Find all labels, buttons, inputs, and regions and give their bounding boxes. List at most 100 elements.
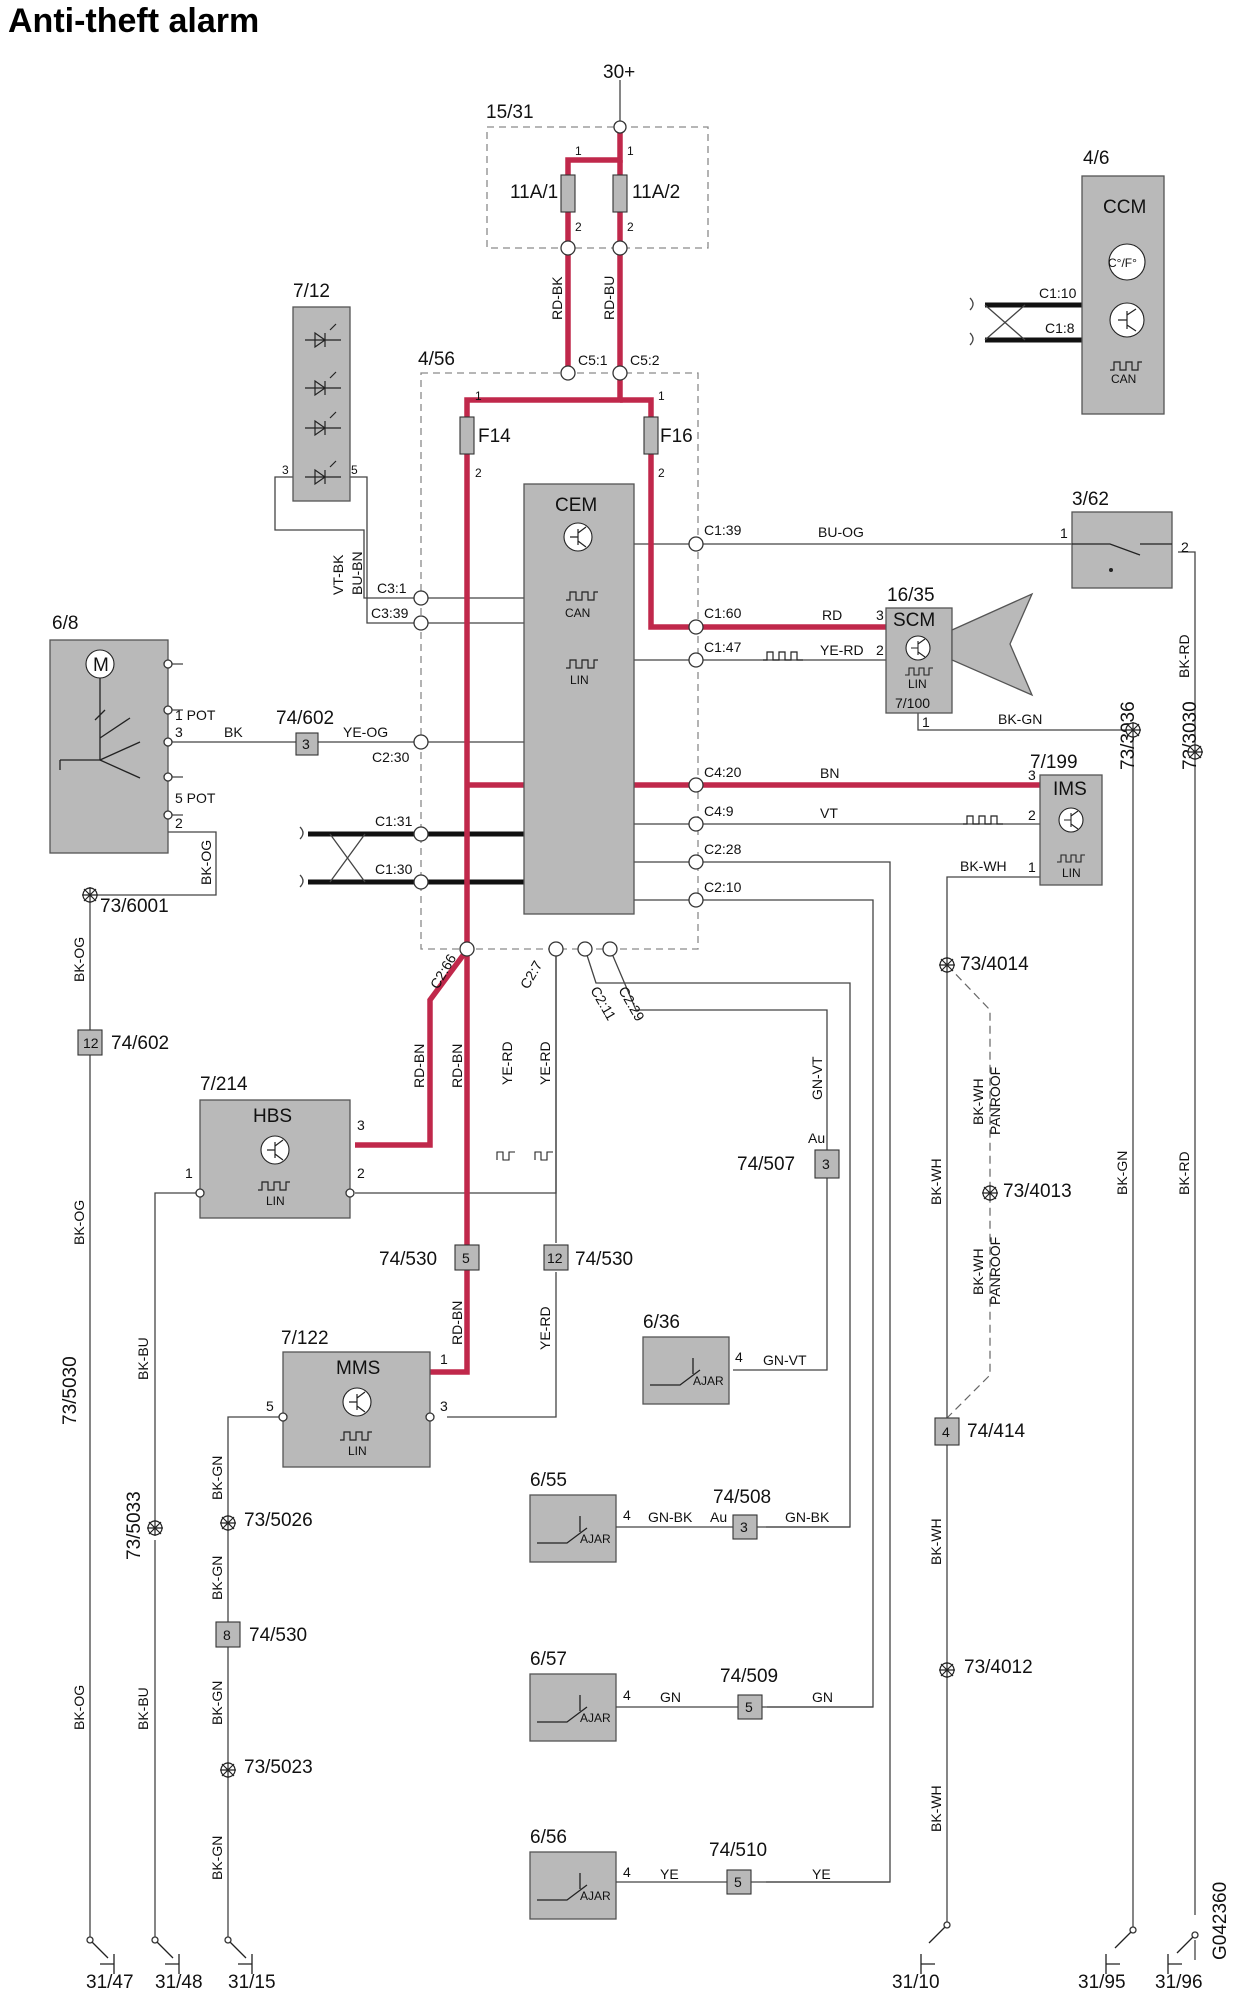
svg-text:4: 4 [623, 1864, 631, 1880]
svg-text:31/96: 31/96 [1155, 1972, 1203, 1993]
svg-text:7/12: 7/12 [293, 281, 330, 302]
fusebox-15-31: 15/31 30+ 11A/1 11A/2 1 1 2 2 RD-BK RD-B… [486, 62, 680, 320]
fusebox-ref: 15/31 [486, 102, 534, 123]
svg-text:LIN: LIN [570, 673, 589, 687]
svg-text:M: M [93, 655, 109, 676]
svg-text:G042360: G042360 [1210, 1882, 1231, 1960]
svg-text:7/214: 7/214 [200, 1074, 248, 1095]
svg-text:CCM: CCM [1103, 197, 1146, 218]
sensor-3-62: 3/62 1 2 [1060, 489, 1189, 589]
svg-text:31/15: 31/15 [228, 1972, 276, 1993]
ajar-switch-6-56: 6/56 AJAR 4 YE 5 74/510 YE [529, 1827, 890, 1920]
page-title: Anti-theft alarm [8, 2, 260, 40]
svg-text:BU-BN: BU-BN [349, 551, 365, 595]
svg-text:YE-OG: YE-OG [343, 724, 388, 740]
svg-text:5: 5 [745, 1699, 753, 1715]
svg-text:73/4014: 73/4014 [960, 954, 1029, 975]
svg-text:C1:39: C1:39 [704, 522, 742, 538]
svg-text:YE-RD: YE-RD [499, 1041, 515, 1085]
svg-text:5: 5 [266, 1398, 274, 1414]
mms-module: 7/122 MMS LIN 5 1 3 [266, 1328, 448, 1468]
svg-text:4/6: 4/6 [1083, 148, 1109, 169]
ajar-switch-6-57: 6/57 AJAR 4 GN 5 74/509 GN [529, 1649, 873, 1742]
svg-text:7/100: 7/100 [895, 695, 930, 711]
svg-text:31/47: 31/47 [86, 1972, 134, 1993]
svg-text:BU-OG: BU-OG [818, 524, 864, 540]
svg-text:4/56: 4/56 [418, 349, 455, 370]
svg-text:VT: VT [820, 805, 838, 821]
lin-icon [566, 659, 598, 669]
chassis-grounds: 31/47 31/48 31/15 31/10 31/95 31/96 [86, 1921, 1203, 1993]
svg-text:6/36: 6/36 [643, 1312, 680, 1333]
svg-text:2: 2 [175, 815, 183, 831]
svg-text:7/199: 7/199 [1030, 752, 1078, 773]
svg-text:C1:8: C1:8 [1045, 320, 1075, 336]
siren-horn-icon [951, 592, 1034, 697]
svg-text:HBS: HBS [253, 1106, 292, 1127]
hbs-module: 7/214 HBS LIN 1 2 3 [185, 1074, 365, 1219]
svg-text:BK-BU: BK-BU [135, 1337, 151, 1380]
svg-text:74/414: 74/414 [967, 1421, 1026, 1442]
svg-text:YE-RD: YE-RD [537, 1041, 553, 1085]
svg-text:IMS: IMS [1053, 779, 1087, 800]
svg-text:YE-RD: YE-RD [820, 642, 864, 658]
svg-text:4: 4 [735, 1349, 743, 1365]
fuse-11a2 [612, 174, 628, 213]
svg-text:BK: BK [224, 724, 243, 740]
svg-text:1: 1 [475, 389, 482, 403]
svg-text:5: 5 [351, 463, 358, 477]
svg-text:BK-WH: BK-WH [928, 1518, 944, 1565]
svg-text:1: 1 [658, 389, 665, 403]
scm-module: 16/35 SCM LIN 7/100 3 2 1 BK-GN [876, 585, 1042, 730]
svg-text:BK-GN: BK-GN [209, 1456, 225, 1500]
svg-text:3: 3 [740, 1519, 748, 1535]
svg-text:BK-RD: BK-RD [1176, 634, 1192, 678]
svg-text:LIN: LIN [908, 677, 927, 691]
svg-text:BK-GN: BK-GN [209, 1681, 225, 1725]
svg-text:C4:20: C4:20 [704, 764, 742, 780]
svg-text:1: 1 [185, 1165, 193, 1181]
svg-text:C2:11: C2:11 [587, 984, 619, 1024]
svg-text:3: 3 [440, 1398, 448, 1414]
svg-text:5 POT: 5 POT [175, 790, 216, 806]
svg-text:3: 3 [1028, 767, 1036, 783]
svg-text:BK-BU: BK-BU [135, 1687, 151, 1730]
left-lower-wiring: BK-OG 12 74/602 BK-OG 73/5030 BK-OG BK-B… [60, 896, 313, 1880]
svg-text:31/95: 31/95 [1078, 1972, 1126, 1993]
svg-text:1 POT: 1 POT [175, 707, 216, 723]
cem-right-wire-labels: BU-OG RD YE-RD BN VT [763, 524, 1003, 825]
svg-text:3: 3 [175, 724, 183, 740]
ground-point-symbols [82, 722, 1203, 1778]
svg-text:7/122: 7/122 [281, 1328, 329, 1349]
svg-text:4: 4 [623, 1507, 631, 1523]
svg-text:1: 1 [922, 714, 930, 730]
svg-text:GN-BK: GN-BK [785, 1509, 830, 1525]
svg-text:74/602: 74/602 [276, 708, 334, 729]
svg-text:74/602: 74/602 [111, 1033, 169, 1054]
svg-text:73/3030: 73/3030 [1180, 701, 1201, 770]
svg-text:PANROOF: PANROOF [987, 1237, 1003, 1305]
svg-text:PANROOF: PANROOF [987, 1067, 1003, 1135]
svg-text:RD-BN: RD-BN [449, 1301, 465, 1345]
svg-text:11A/1: 11A/1 [510, 182, 558, 203]
svg-text:CAN: CAN [1111, 372, 1136, 386]
svg-text:BK-OG: BK-OG [198, 840, 214, 885]
svg-text:2: 2 [1181, 539, 1189, 555]
svg-text:YE: YE [660, 1866, 679, 1882]
svg-text:3: 3 [822, 1156, 830, 1172]
svg-text:1: 1 [440, 1351, 448, 1367]
svg-text:C2:28: C2:28 [704, 841, 742, 857]
svg-text:11A/2: 11A/2 [632, 182, 680, 203]
ajar-switch-6-36: 6/36 AJAR 4 GN-VT [642, 1312, 807, 1405]
svg-text:CEM: CEM [555, 495, 597, 516]
svg-text:MMS: MMS [336, 1358, 380, 1379]
svg-text:BK-WH: BK-WH [960, 858, 1007, 874]
cem-box-4-56: 4/56 C5:1 C5:2 F14 F16 1 1 2 2 [418, 349, 693, 480]
svg-text:BK-WH: BK-WH [928, 1158, 944, 1205]
svg-text:C1:60: C1:60 [704, 605, 742, 621]
svg-text:1: 1 [1060, 525, 1068, 541]
svg-text:F16: F16 [660, 426, 693, 447]
svg-text:C°/F°: C°/F° [1108, 256, 1137, 270]
svg-text:74/530: 74/530 [575, 1249, 633, 1270]
svg-text:6/56: 6/56 [530, 1827, 567, 1848]
